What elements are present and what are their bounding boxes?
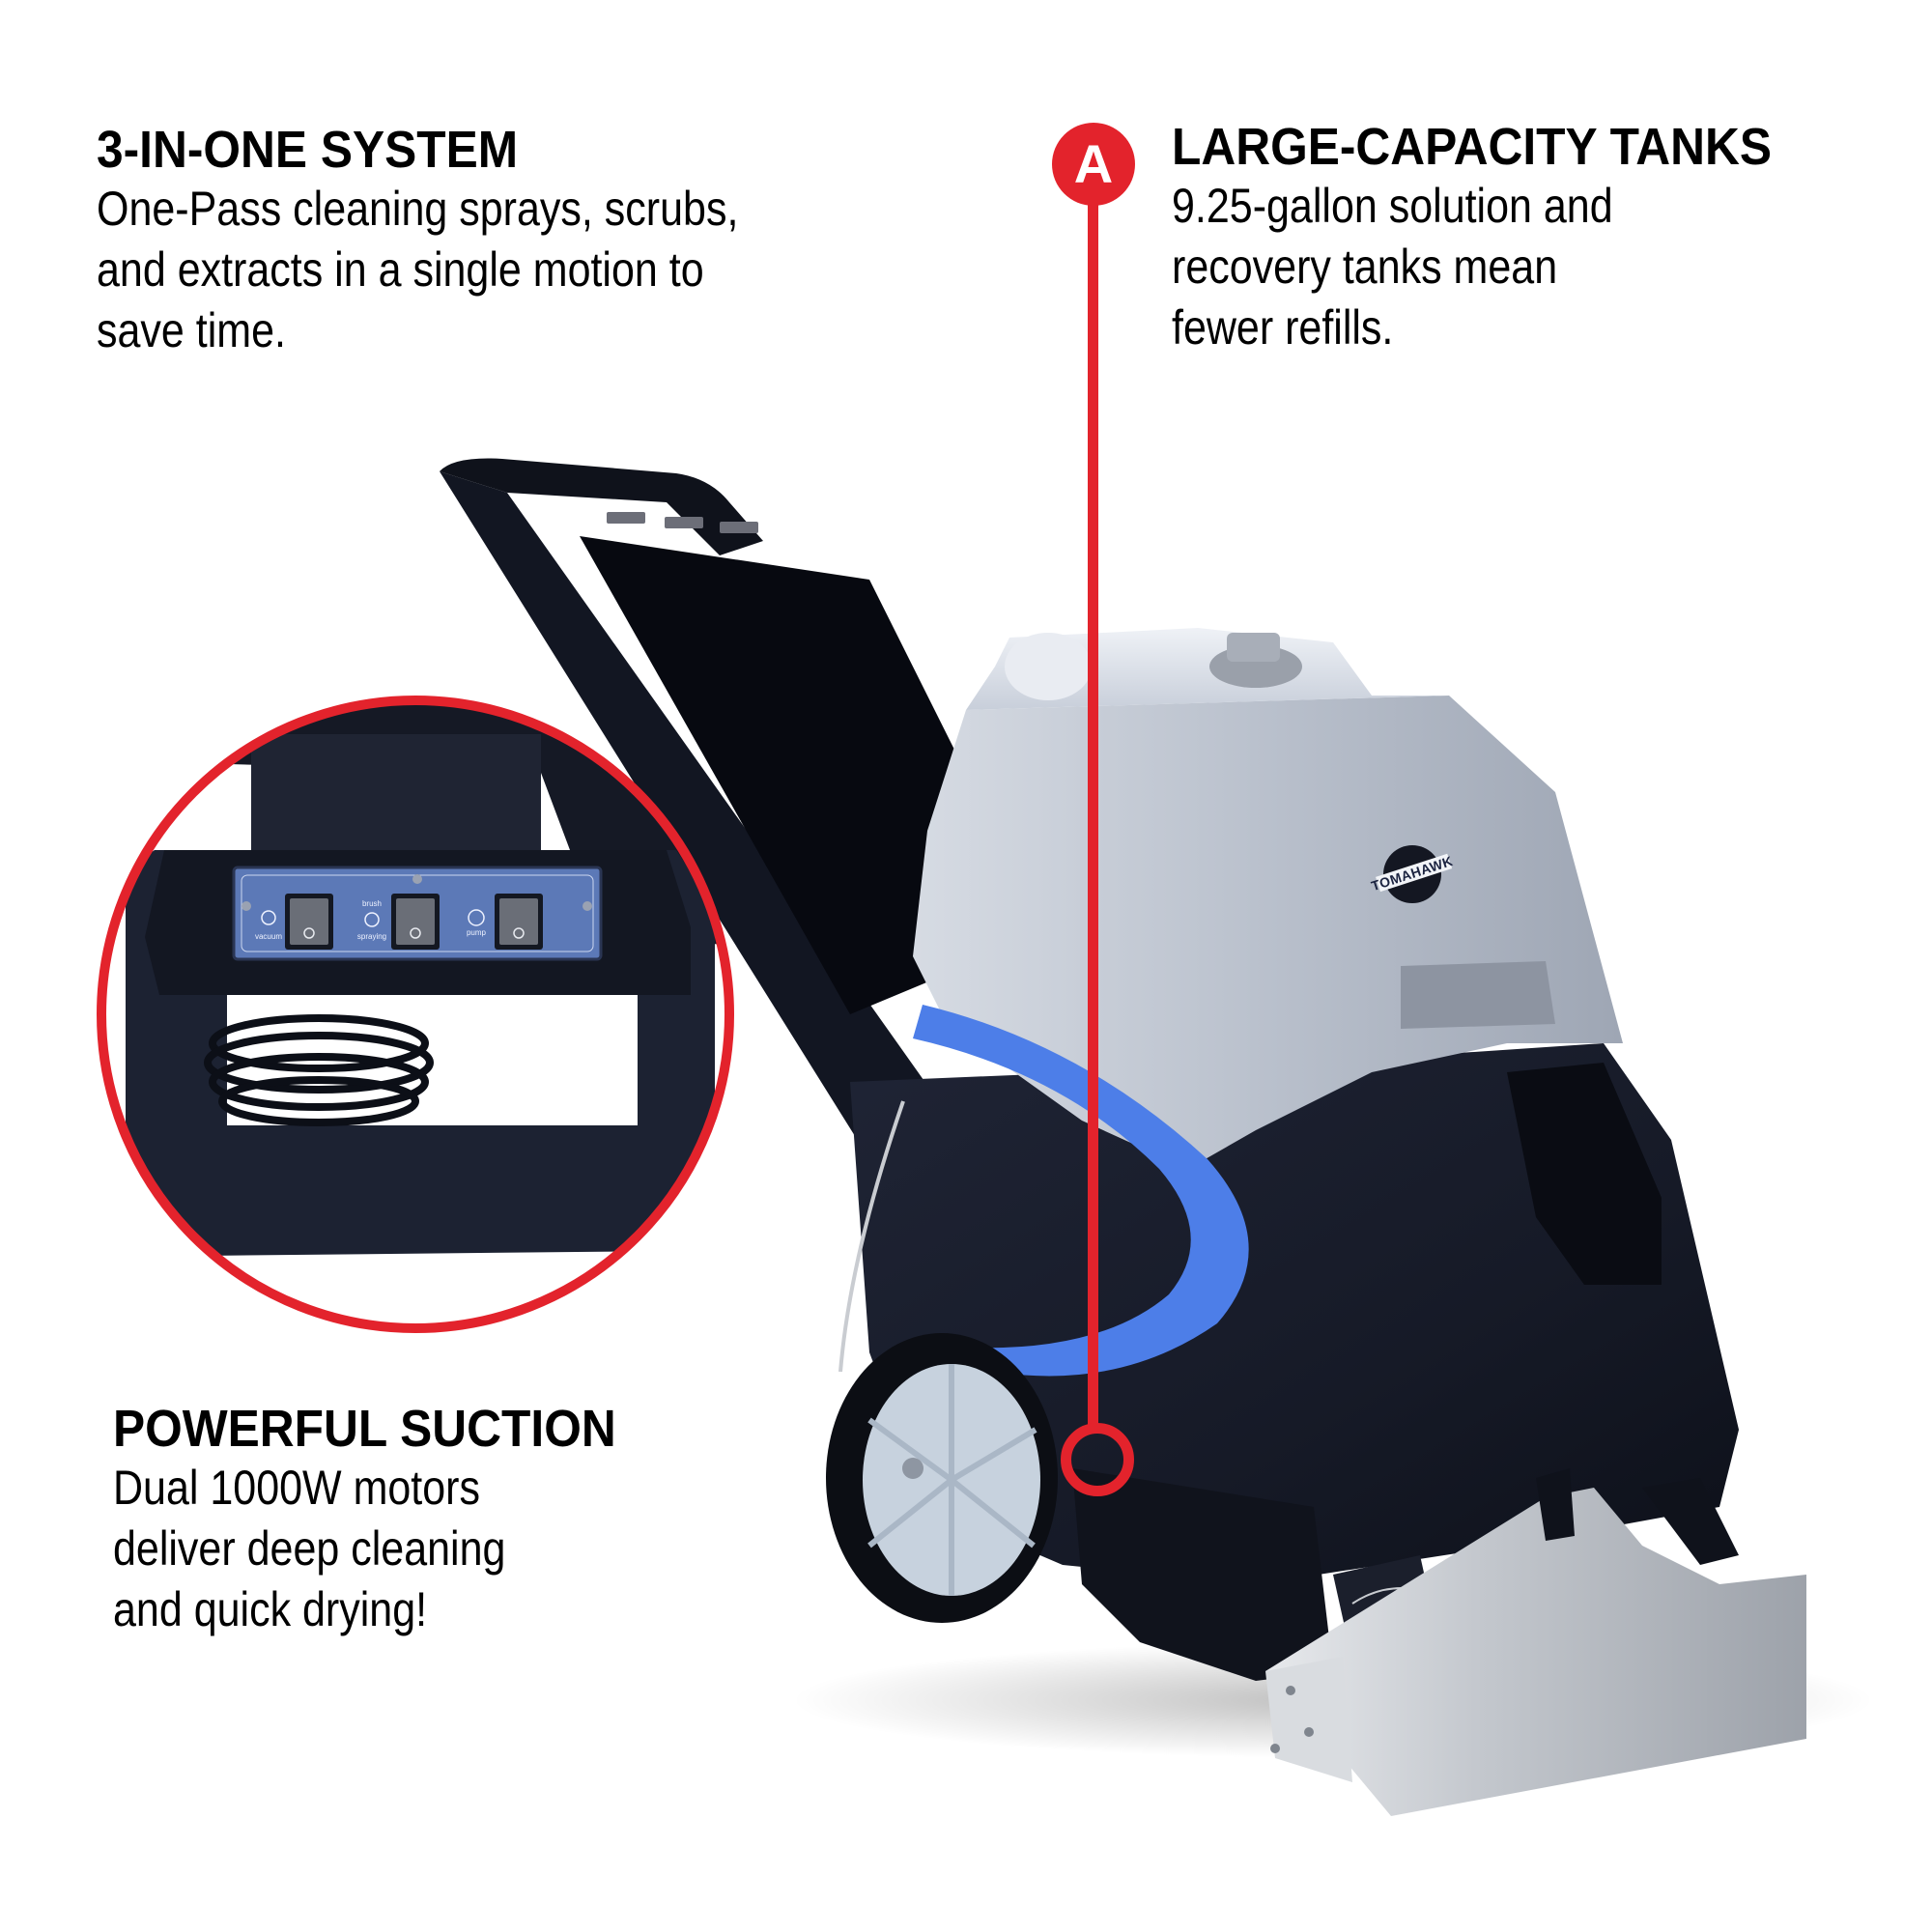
switch-brush-spraying: brush spraying <box>357 894 440 950</box>
bolt <box>1270 1744 1280 1753</box>
bolt <box>1304 1727 1314 1737</box>
top-switch-3 <box>720 522 758 533</box>
side-bracket <box>1642 1478 1739 1565</box>
callout-target-ring <box>1061 1423 1134 1496</box>
top-switch-2 <box>665 517 703 528</box>
tank-lid <box>966 628 1449 710</box>
solution-tube <box>838 1100 905 1373</box>
svg-text:pump: pump <box>467 928 487 937</box>
feature-title: LARGE-CAPACITY TANKS <box>1172 118 1772 176</box>
feature-description: 9.25-gallon solution and recovery tanks … <box>1172 179 1613 355</box>
feature-description: One-Pass cleaning sprays, scrubs, and ex… <box>97 182 739 357</box>
callout-line <box>1088 198 1098 1428</box>
blue-stripe <box>913 1005 1249 1377</box>
switch-pump: pump <box>467 894 543 950</box>
switch-vacuum: vacuum <box>255 894 333 950</box>
steel-side-plate <box>1265 1657 1352 1782</box>
recovery-recess <box>1507 1063 1662 1285</box>
bolt <box>1286 1686 1295 1695</box>
steel-shroud <box>1265 1488 1806 1816</box>
svg-text:vacuum: vacuum <box>255 932 282 941</box>
lid-dome <box>1005 633 1092 700</box>
power-cord-coil <box>204 1014 434 1126</box>
inset-ring <box>97 696 734 1333</box>
tank-handle-recess <box>1401 961 1555 1029</box>
feature-three-in-one: 3-IN-ONE SYSTEM One-Pass cleaning sprays… <box>97 121 843 361</box>
handle-frame <box>440 458 763 555</box>
feature-title: POWERFUL SUCTION <box>113 1400 616 1458</box>
feature-powerful-suction: POWERFUL SUCTION Dual 1000W motors deliv… <box>113 1400 660 1640</box>
feature-large-capacity-tanks: LARGE-CAPACITY TANKS 9.25-gallon solutio… <box>1172 118 1824 358</box>
handle-back-panel <box>580 536 1005 1014</box>
feature-title: 3-IN-ONE SYSTEM <box>97 121 519 179</box>
feature-description: Dual 1000W motors deliver deep cleaning … <box>113 1461 506 1636</box>
svg-text:brush: brush <box>362 899 382 908</box>
lid-cap-top <box>1227 633 1280 662</box>
callout-marker-a: A <box>1052 123 1135 206</box>
front-base <box>1072 1468 1333 1681</box>
deck-lever <box>1536 1468 1575 1541</box>
svg-text:spraying: spraying <box>357 932 386 941</box>
top-switch-1 <box>607 512 645 524</box>
wheel <box>826 1333 1058 1623</box>
